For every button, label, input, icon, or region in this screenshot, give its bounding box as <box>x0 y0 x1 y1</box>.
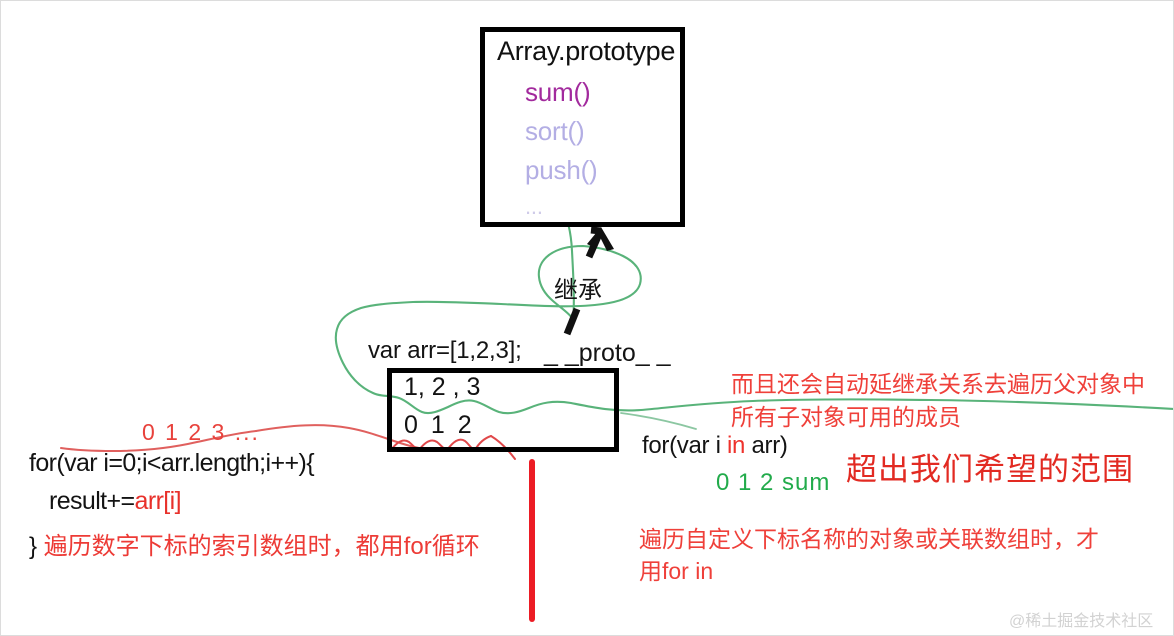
for-loop-body-code: result+=arr[i] <box>49 487 182 516</box>
prototype-member-sort: sort() <box>525 116 585 146</box>
array-prototype-box: Array.prototype sum() sort() push() ... <box>480 27 685 227</box>
for-in-usage-note-line1: 遍历自定义下标名称的对象或关联数组时，才 <box>639 526 1099 552</box>
arr-index-access-text: arr[i] <box>134 487 182 515</box>
exceeds-scope-warning: 超出我们希望的范围 <box>846 452 1134 488</box>
proto-property-label: _ _proto_ _ <box>544 339 671 367</box>
var-declaration-text: var arr=[1,2,3]; <box>368 337 522 364</box>
result-assign-text: result+= <box>49 487 135 515</box>
for-loop-conclusion: } 遍历数字下标的索引数组时，都用for循环 <box>29 526 480 561</box>
for-in-usage-note-line2: 用for in <box>639 558 714 584</box>
for-in-output-text: 0 1 2 sum <box>716 469 831 496</box>
array-index-row: 0 1 2 <box>404 411 475 439</box>
for-in-keyword: in <box>727 432 746 459</box>
inheritance-label: 继承 <box>554 277 602 304</box>
array-values-row: 1, 2 , 3 <box>404 373 481 401</box>
prototype-box-title: Array.prototype <box>497 36 676 66</box>
for-loop-header-code: for(var i=0;i<arr.length;i++){ <box>29 449 315 477</box>
prototype-member-push: push() <box>525 155 598 185</box>
prototype-member-sum: sum() <box>525 77 591 107</box>
for-in-suffix: arr) <box>745 432 788 459</box>
inheritance-note-line2: 所有子对象可用的成员 <box>731 404 961 430</box>
array-contents-box: 1, 2 , 3 0 1 2 <box>387 368 619 452</box>
for-loop-conclusion-text: 遍历数字下标的索引数组时，都用for循环 <box>43 533 480 560</box>
inheritance-arrow-head <box>587 227 614 251</box>
index-sequence-hint: 0 1 2 3 ... <box>142 419 260 445</box>
for-in-statement: for(var i in arr) <box>642 432 788 460</box>
watermark-text: @稀土掘金技术社区 <box>1009 613 1154 630</box>
green-forin-tail <box>620 412 697 430</box>
inheritance-note-line1: 而且还会自动延继承关系去遍历父对象中 <box>731 371 1145 397</box>
for-in-prefix: for(var i <box>642 432 728 459</box>
closing-brace: } <box>29 533 44 560</box>
prototype-member-ellipsis: ... <box>525 194 543 219</box>
